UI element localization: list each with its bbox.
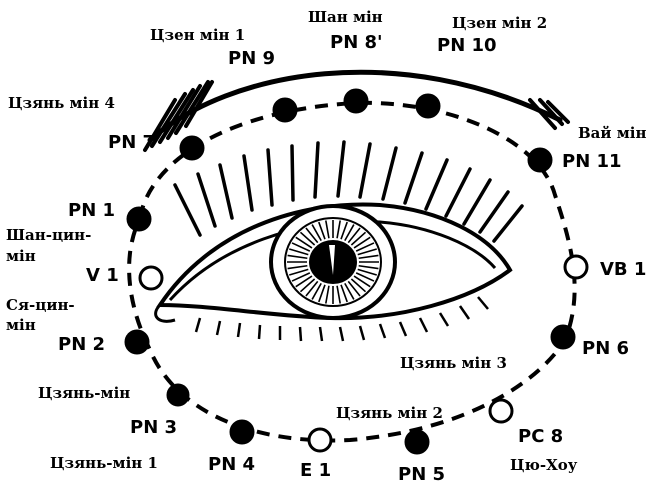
label-shan-tsin-2: мін: [6, 247, 36, 265]
label-czen-min-2: Цзен мін 2: [452, 14, 547, 32]
label-sia-tsin-1: Ся-цин-: [6, 296, 75, 314]
label-pn4: PN 4: [208, 454, 255, 475]
point-v1: [140, 267, 162, 289]
point-vb1: [565, 256, 587, 278]
point-pn2: [126, 331, 148, 353]
label-czian-min-4: Цзянь мін 4: [8, 94, 115, 112]
label-sia-tsin-2: мін: [6, 316, 36, 334]
label-czen-min-1: Цзен мін 1: [150, 26, 245, 44]
label-czian-min-a: Цзянь-мін: [38, 384, 130, 402]
point-pn3: [168, 385, 188, 405]
point-pc8: [490, 400, 512, 422]
label-czian-min-1: Цзянь-мін 1: [50, 454, 158, 472]
label-czian-min-2: Цзянь мін 2: [336, 404, 443, 422]
point-e1: [309, 429, 331, 451]
label-pn6: PN 6: [582, 338, 629, 359]
label-pn2: PN 2: [58, 334, 105, 355]
label-pn5: PN 5: [398, 464, 445, 485]
label-vai-min: Вай мін: [578, 124, 646, 142]
label-shan-min: Шан мін: [308, 8, 383, 26]
point-pn4: [231, 421, 253, 443]
point-pn8: [345, 90, 367, 112]
label-vb1: VB 1: [600, 259, 646, 280]
point-pn10: [417, 95, 439, 117]
point-pn5: [406, 431, 428, 453]
point-pn6: [552, 326, 574, 348]
point-pn11: [529, 149, 551, 171]
label-shan-tsin-1: Шан-цин-: [6, 226, 91, 244]
point-pn1: [128, 208, 150, 230]
point-pn9: [274, 99, 296, 121]
label-pn3: PN 3: [130, 417, 177, 438]
label-pn9: PN 9: [228, 48, 275, 69]
label-pn8: PN 8': [330, 32, 383, 53]
iris: [271, 206, 395, 318]
label-tsiu-khou: Цю-Хоу: [510, 456, 578, 474]
label-pn7: PN 7: [108, 132, 155, 153]
label-e1: E 1: [300, 460, 331, 481]
label-pn10: PN 10: [437, 35, 497, 56]
point-pn7: [181, 137, 203, 159]
label-pn1: PN 1: [68, 200, 115, 221]
label-pn11: PN 11: [562, 151, 622, 172]
label-pc8: PC 8: [518, 426, 563, 447]
label-v1: V 1: [86, 265, 119, 286]
label-czian-min-3: Цзянь мін 3: [400, 354, 507, 372]
